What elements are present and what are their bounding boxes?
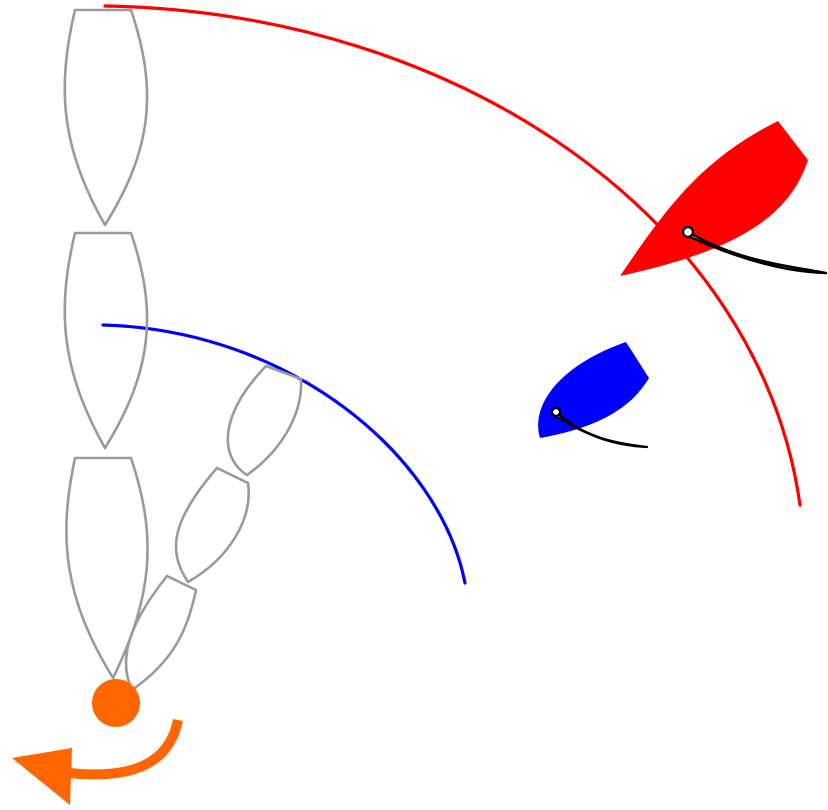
straight-hull-outlines: [65, 10, 148, 678]
curved-arrow-icon: [12, 720, 178, 805]
hull-outline-1: [65, 10, 147, 225]
blue-boat-hull: [538, 342, 649, 438]
rotation-arrow-shaft: [60, 720, 178, 774]
hull-outline-2: [65, 233, 147, 448]
hull-outline-3: [66, 458, 147, 678]
pivot-circle-icon: [92, 679, 140, 727]
blue-boat-mast: [552, 408, 560, 416]
large-red-boat: [620, 121, 826, 276]
small-turning-arc: [103, 325, 465, 583]
small-blue-boat: [538, 342, 649, 447]
red-boat-hull: [620, 121, 808, 276]
rotation-arrow-head: [12, 748, 72, 805]
red-boat-mast: [683, 227, 693, 237]
hull-outline-4: [228, 366, 301, 475]
curving-hull-outlines: [126, 366, 301, 690]
hull-outline-6: [126, 576, 196, 690]
hull-outline-5: [176, 468, 249, 582]
large-turning-arc: [105, 6, 800, 505]
